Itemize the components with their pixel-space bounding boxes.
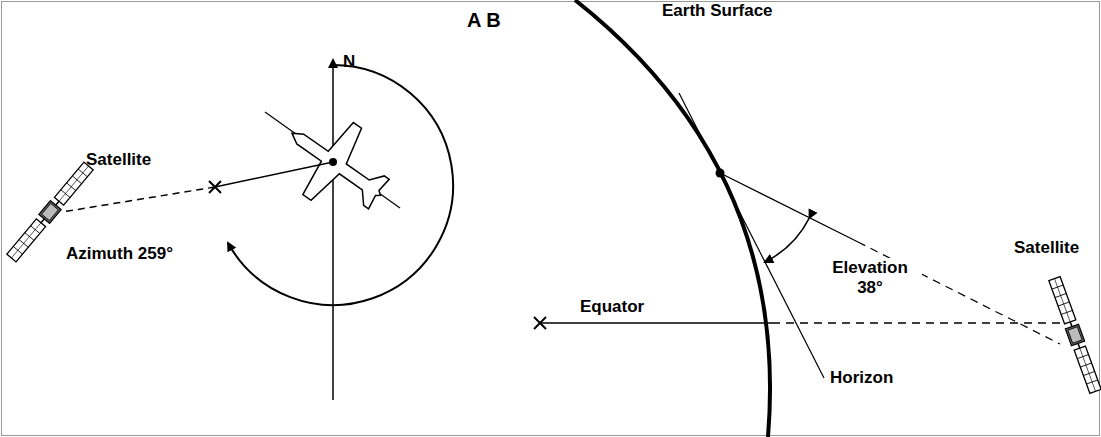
equator-label: Equator [580, 297, 644, 317]
panel-letters: A B [467, 8, 501, 32]
satellite-label: Satellite [86, 150, 151, 170]
azimuth-label: Azimuth 259° [66, 244, 173, 264]
elevation-label: Elevation 38° [818, 258, 922, 299]
earth-surface-label: Earth Surface [662, 1, 773, 21]
horizon-label: Horizon [830, 368, 893, 388]
satellite-label: Satellite [1014, 238, 1079, 258]
north-label: N [343, 52, 355, 72]
